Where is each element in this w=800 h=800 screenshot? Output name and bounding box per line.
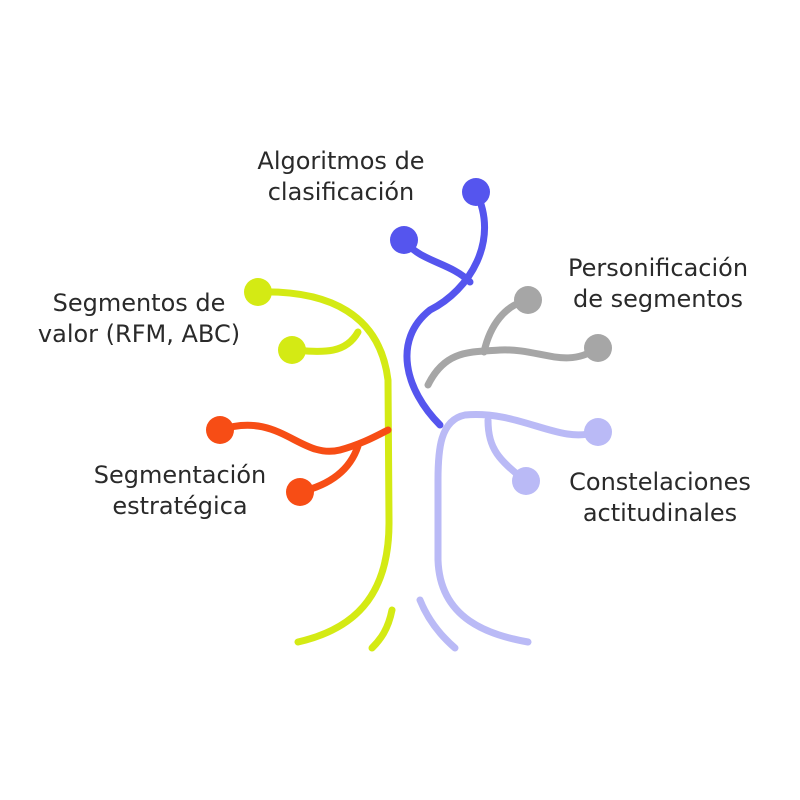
label-algoritmos-de-clasificacion: Algoritmos de clasificación xyxy=(236,146,446,208)
blue-node-top xyxy=(462,178,490,206)
gray-node-top xyxy=(514,286,542,314)
label-line: Segmentos de xyxy=(52,289,226,317)
label-line: Constelaciones xyxy=(569,468,751,496)
label-line: valor (RFM, ABC) xyxy=(37,320,241,348)
orange-node-top xyxy=(206,416,234,444)
gray-node-bottom xyxy=(584,334,612,362)
label-line: Algoritmos de xyxy=(257,147,425,175)
label-constelaciones-actitudinales: Constelaciones actitudinales xyxy=(554,467,766,529)
label-line: Segmentación xyxy=(93,461,267,489)
blue-main xyxy=(403,188,489,429)
lavender-trunk xyxy=(434,411,600,646)
lime-trunk xyxy=(254,288,393,646)
label-line: de segmentos xyxy=(572,285,744,313)
lime-node-bottom xyxy=(278,336,306,364)
label-line: actitudinales xyxy=(582,499,738,527)
label-line: Personificación xyxy=(567,254,749,282)
lavender-branch xyxy=(416,411,600,652)
label-segmentos-de-valor: Segmentos de valor (RFM, ABC) xyxy=(24,288,254,350)
blue-branch xyxy=(400,188,489,429)
lavender-root xyxy=(416,596,459,652)
lime-node-top xyxy=(244,278,272,306)
lime-root xyxy=(368,606,396,652)
orange-node-bottom xyxy=(286,478,314,506)
label-personificacion-de-segmentos: Personificación de segmentos xyxy=(548,253,768,315)
lavender-node-top xyxy=(584,418,612,446)
label-segmentacion-estrategica: Segmentación estratégica xyxy=(72,460,288,522)
gray-main xyxy=(424,344,602,389)
label-line: estratégica xyxy=(112,492,248,520)
orange-main xyxy=(216,421,392,455)
blue-node-bottom xyxy=(390,226,418,254)
lavender-node-bottom xyxy=(512,467,540,495)
label-line: clasificación xyxy=(267,178,415,206)
